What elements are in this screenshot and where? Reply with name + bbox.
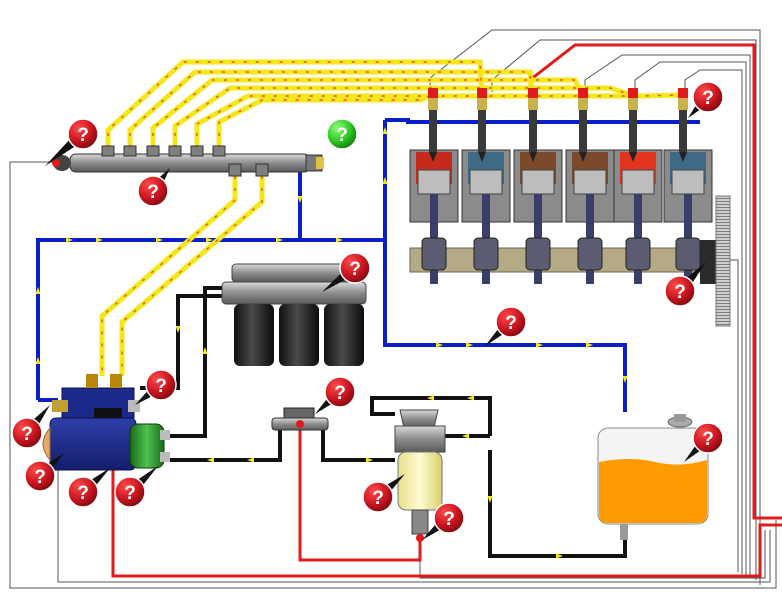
injector-icon — [578, 88, 588, 162]
question-marker-q1[interactable]: ? — [45, 118, 99, 166]
injector-icon — [528, 88, 538, 162]
marker-symbol: ? — [77, 483, 89, 504]
marker-symbol: ? — [349, 259, 361, 280]
piston-icon — [663, 149, 713, 284]
filter-icon — [279, 304, 319, 366]
piston-icon — [565, 149, 615, 284]
marker-symbol: ? — [21, 424, 33, 445]
question-marker-q16[interactable]: ? — [422, 502, 465, 540]
question-marker-q9[interactable]: ? — [135, 369, 177, 405]
injectors — [428, 88, 688, 162]
marker-symbol: ? — [77, 125, 89, 146]
marker-symbol: ? — [702, 429, 714, 450]
question-marker-q5[interactable]: ? — [688, 81, 724, 118]
question-marker-q6[interactable]: ? — [485, 306, 527, 346]
pre-filter-water-separator — [394, 409, 446, 542]
marker-symbol: ? — [124, 483, 136, 504]
question-marker-q4[interactable]: ? — [322, 252, 371, 292]
piston-icon — [461, 149, 511, 284]
injector-icon — [628, 88, 638, 162]
question-marker-q13[interactable]: ? — [67, 468, 110, 508]
marker-symbol: ? — [443, 509, 455, 530]
marker-symbol: ? — [674, 282, 686, 303]
marker-symbol: ? — [34, 467, 46, 488]
question-marker-q14[interactable]: ? — [114, 466, 158, 508]
filter-icon — [234, 304, 274, 366]
marker-symbol: ? — [334, 383, 346, 404]
piston-icon — [513, 149, 563, 284]
injector-icon — [477, 88, 487, 162]
question-marker-q15[interactable]: ? — [362, 474, 405, 513]
injector-icon — [678, 88, 688, 162]
question-marker-q12[interactable]: ? — [24, 453, 64, 492]
marker-symbol: ? — [505, 313, 517, 334]
high-pressure-lines — [99, 59, 683, 376]
marker-symbol: ? — [372, 488, 384, 509]
flow-arrows — [35, 127, 628, 559]
injector-icon — [428, 88, 438, 162]
marker-symbol: ? — [147, 182, 159, 203]
piston-icon — [409, 149, 459, 284]
pump-icon — [42, 374, 170, 471]
fuel-rail-icon — [52, 145, 324, 177]
low-pressure-feed-lines — [140, 286, 627, 558]
flywheel-icon — [715, 195, 731, 327]
marker-symbol: ? — [336, 125, 348, 146]
question-marker-q3[interactable]: ? — [137, 168, 170, 207]
marker-symbol: ? — [155, 376, 167, 397]
primer-icon — [271, 407, 329, 431]
tank-icon — [597, 414, 709, 540]
question-marker-q2[interactable]: ? — [326, 118, 358, 150]
question-marker-q10[interactable]: ? — [315, 376, 356, 414]
filter-icon — [324, 304, 364, 366]
piston-icon — [613, 149, 663, 284]
question-marker-q7[interactable]: ? — [664, 262, 706, 307]
marker-symbol: ? — [702, 88, 714, 109]
question-marker-q11[interactable]: ? — [11, 405, 50, 449]
engine-block — [409, 149, 731, 327]
question-marker-q8[interactable]: ? — [684, 422, 724, 462]
